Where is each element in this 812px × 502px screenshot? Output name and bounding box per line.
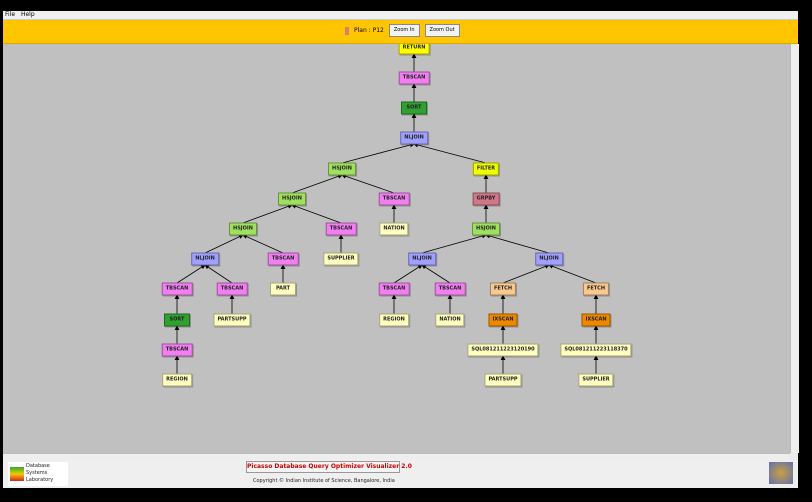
plan-label: Plan : P12 xyxy=(354,27,384,34)
plan-node-nljoin[interactable]: NLJOIN xyxy=(400,131,428,145)
plan-node-hsjoin[interactable]: HSJOIN xyxy=(472,222,500,236)
plan-node-nation[interactable]: NATION xyxy=(435,313,465,327)
menu-file[interactable]: File xyxy=(5,11,16,18)
horizontal-scrollbar[interactable] xyxy=(3,453,790,460)
plan-node-tbscan[interactable]: TBSCAN xyxy=(161,282,193,296)
plan-edge xyxy=(204,264,233,284)
plan-node-partsupp[interactable]: PARTSUPP xyxy=(484,373,522,387)
zoom-in-button[interactable]: Zoom In xyxy=(388,24,420,37)
plan-edge xyxy=(341,142,415,164)
plan-edge xyxy=(291,174,343,194)
dsl-logo-mark xyxy=(10,467,24,481)
iisc-seal-logo xyxy=(769,462,793,484)
plan-node-tbscan[interactable]: TBSCAN xyxy=(434,282,466,296)
plan-node-sql081211223120190[interactable]: SQL081211223120190 xyxy=(467,343,539,357)
plan-node-part[interactable]: PART xyxy=(270,282,296,296)
plan-node-grpby[interactable]: GRPBY xyxy=(472,192,500,206)
plan-node-nljoin[interactable]: NLJOIN xyxy=(408,252,436,266)
plan-edge xyxy=(421,264,451,284)
plan-node-return[interactable]: RETURN xyxy=(398,44,430,55)
plan-node-tbscan[interactable]: TBSCAN xyxy=(398,71,430,85)
toolbar: Plan : P12 Zoom In Zoom Out xyxy=(3,20,798,44)
menu-bar: File Help xyxy=(3,11,798,20)
plan-node-tbscan[interactable]: TBSCAN xyxy=(267,252,299,266)
plan-edge xyxy=(176,264,206,284)
plan-node-hsjoin[interactable]: HSJOIN xyxy=(278,192,306,206)
copyright-text: Copyright © Indian Institute of Science,… xyxy=(253,478,395,484)
plan-edge xyxy=(413,142,487,164)
plan-edge xyxy=(242,234,284,254)
plan-node-partsupp[interactable]: PARTSUPP xyxy=(213,313,251,327)
plan-node-supplier[interactable]: SUPPLIER xyxy=(578,373,614,387)
menu-help[interactable]: Help xyxy=(20,11,35,18)
vertical-scrollbar[interactable] xyxy=(790,44,799,453)
plan-node-ixscan[interactable]: IXSCAN xyxy=(488,313,518,327)
plan-edge xyxy=(242,204,293,224)
plan-edge xyxy=(502,264,550,284)
plan-node-region[interactable]: REGION xyxy=(162,373,192,387)
plan-node-hsjoin[interactable]: HSJOIN xyxy=(328,162,356,176)
plan-node-sort[interactable]: SORT xyxy=(401,101,427,115)
plan-node-sort[interactable]: SORT xyxy=(164,313,190,327)
plan-node-tbscan[interactable]: TBSCAN xyxy=(161,343,193,357)
plan-node-fetch[interactable]: FETCH xyxy=(582,282,610,296)
plan-node-nljoin[interactable]: NLJOIN xyxy=(535,252,563,266)
plan-tree-canvas: RETURN TBSCAN SORT NLJOIN HSJOIN FILTER HSJOIN… xyxy=(3,44,790,453)
plan-node-sql081211223118370[interactable]: SQL081211223118370 xyxy=(560,343,632,357)
plan-node-region[interactable]: REGION xyxy=(379,313,409,327)
plan-edges xyxy=(174,53,599,374)
plan-node-nljoin[interactable]: NLJOIN xyxy=(191,252,219,266)
plan-edge xyxy=(485,233,550,254)
plan-node-fetch[interactable]: FETCH xyxy=(489,282,517,296)
plan-edge xyxy=(393,264,423,284)
plan-edge xyxy=(341,174,395,194)
plan-node-nation[interactable]: NATION xyxy=(379,222,409,236)
plan-node-ixscan[interactable]: IXSCAN xyxy=(581,313,611,327)
plan-node-tbscan[interactable]: TBSCAN xyxy=(325,222,357,236)
plan-node-tbscan[interactable]: TBSCAN xyxy=(378,282,410,296)
plan-node-supplier[interactable]: SUPPLIER xyxy=(323,252,359,266)
plan-node-filter[interactable]: FILTER xyxy=(472,162,500,176)
plan-edge xyxy=(291,204,342,224)
app-window: File Help Plan : P12 Zoom In Zoom Out RE… xyxy=(3,11,799,488)
zoom-out-button[interactable]: Zoom Out xyxy=(424,24,460,37)
plan-node-tbscan[interactable]: TBSCAN xyxy=(216,282,248,296)
plan-edge xyxy=(204,234,244,254)
app-title-button[interactable]: Picasso Database Query Optimizer Visuali… xyxy=(246,461,412,473)
plan-node-tbscan[interactable]: TBSCAN xyxy=(378,192,410,206)
plan-node-hsjoin[interactable]: HSJOIN xyxy=(229,222,257,236)
plan-edge xyxy=(421,233,487,254)
plan-edge xyxy=(548,264,597,284)
plan-color-swatch xyxy=(345,26,349,35)
